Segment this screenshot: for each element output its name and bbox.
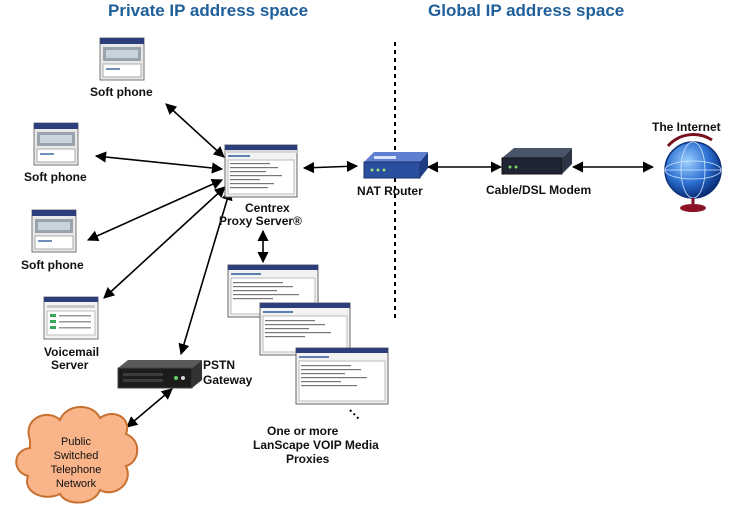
nat-router-label: NAT Router — [357, 184, 423, 198]
arrow-gateway-proxy — [178, 188, 233, 356]
media-proxies-leader — [349, 409, 361, 421]
pstn-gateway-label-line-2: Gateway — [203, 373, 253, 387]
modem-label: Cable/DSL Modem — [486, 183, 591, 197]
router-icon — [363, 152, 428, 179]
pstn-cloud-label-line-2: Switched — [54, 450, 99, 462]
global-space-heading: Global IP address space — [428, 1, 624, 20]
pstn-gateway-label-line-1: PSTN — [203, 358, 235, 372]
internet-label: The Internet — [652, 120, 721, 134]
connection-arrows — [86, 103, 655, 428]
private-space-heading: Private IP address space — [108, 1, 308, 20]
softphone-label-3: Soft phone — [21, 258, 84, 272]
softphone-window-icon — [31, 209, 77, 253]
softphone-label-2: Soft phone — [24, 170, 87, 184]
globe-icon — [664, 133, 722, 212]
voicemail-server-window-icon — [43, 296, 99, 340]
arrow-softphone3-proxy — [86, 179, 224, 241]
arrow-gateway-pstn — [126, 388, 173, 428]
pstn-cloud-label-line-1: Public — [61, 436, 91, 448]
modem-icon — [501, 148, 572, 175]
voicemail-label-line-1: Voicemail — [44, 345, 99, 359]
pstn-cloud-label-line-3: Telephone — [51, 464, 102, 476]
media-proxy-window-icon — [295, 347, 389, 405]
voicemail-label-line-2: Server — [51, 358, 89, 372]
proxy-server-window-icon — [224, 144, 298, 198]
proxy-server-label-line-2: Proxy Server® — [219, 214, 302, 228]
softphone-window-icon — [33, 122, 79, 166]
arrow-softphone2-proxy — [94, 151, 224, 174]
media-proxies-label-line-1: One or more — [267, 424, 339, 438]
cloud-icon — [15, 406, 139, 504]
arrow-softphone1-proxy — [165, 103, 225, 158]
softphone-label-1: Soft phone — [90, 85, 153, 99]
rack-gateway-icon — [117, 360, 202, 389]
pstn-cloud-label-line-4: Network — [56, 478, 97, 490]
media-proxies-label-line-2: LanScape VOIP Media — [253, 438, 379, 452]
arrow-voicemail-proxy — [103, 186, 226, 299]
arrow-proxy-router — [302, 160, 359, 174]
media-proxies-label-line-3: Proxies — [286, 452, 330, 466]
media-proxy-window-icon — [259, 302, 351, 356]
proxy-server-label-line-1: Centrex — [245, 201, 290, 215]
softphone-window-icon — [99, 37, 145, 81]
